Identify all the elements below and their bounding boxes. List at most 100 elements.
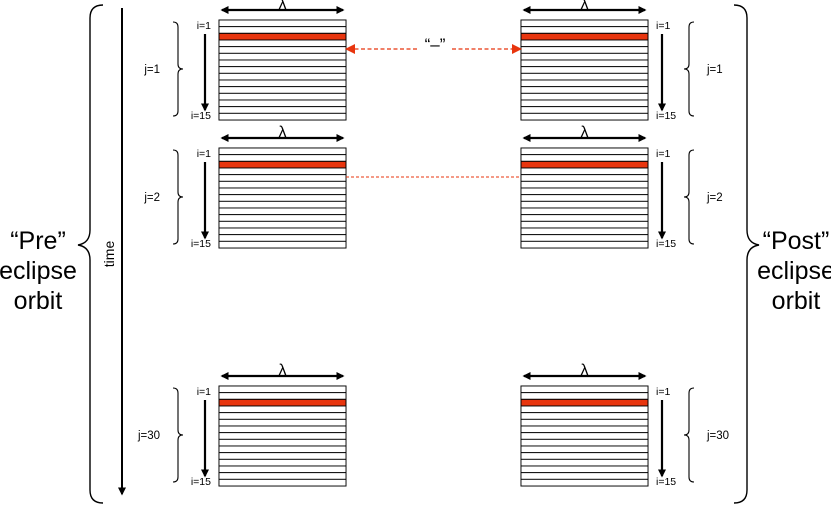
spectrum-row bbox=[520, 174, 649, 182]
spectrum-row bbox=[520, 240, 649, 249]
spectrum-row bbox=[520, 227, 649, 236]
spectrum-row bbox=[218, 187, 347, 196]
spectrum-row bbox=[520, 445, 649, 454]
spectrum-block-right-1: λ i=1 i=15 j=1 bbox=[520, 0, 723, 122]
spectrum-row bbox=[218, 92, 347, 101]
spectrum-row bbox=[218, 418, 347, 427]
i-start-label: i=1 bbox=[656, 386, 670, 398]
lambda-label: λ bbox=[581, 362, 589, 379]
spectrum-row bbox=[520, 106, 649, 114]
post-label-line-2: eclipse bbox=[757, 257, 831, 285]
spectrum-row bbox=[218, 72, 347, 81]
spectrum-row bbox=[218, 106, 347, 114]
spectrum-row bbox=[520, 472, 649, 480]
i-end-label: i=15 bbox=[656, 110, 676, 122]
spectrum-row bbox=[520, 39, 649, 48]
spectrum-row bbox=[218, 79, 347, 88]
spectrum-row bbox=[520, 452, 649, 460]
spectrum-row bbox=[520, 432, 649, 440]
spectrum-block-left-1: λi=1i=15j=1 bbox=[143, 0, 347, 122]
i-start-label: i=1 bbox=[656, 148, 670, 160]
difference-label: “–” bbox=[425, 35, 446, 54]
spectrum-row bbox=[520, 220, 649, 229]
spectrum-row bbox=[520, 52, 649, 61]
j-label: j=1 bbox=[143, 64, 160, 76]
spectrum-row bbox=[520, 167, 649, 176]
spectrum-row bbox=[218, 220, 347, 229]
lambda-label: λ bbox=[581, 0, 589, 13]
spectrum-row bbox=[218, 66, 347, 74]
spectrum-row bbox=[218, 432, 347, 440]
j-label: j=2 bbox=[143, 192, 160, 204]
j-brace bbox=[172, 387, 184, 483]
spectrum-row bbox=[520, 194, 649, 202]
highlighted-spectrum-row bbox=[218, 160, 347, 169]
left-outer-brace bbox=[77, 4, 104, 504]
spectrum-block-right-3: λi=1i=15j=30 bbox=[520, 362, 729, 488]
spectrum-row bbox=[218, 112, 347, 121]
lambda-label: λ bbox=[279, 362, 287, 379]
pre-label-line-1: “Pre” bbox=[10, 227, 66, 255]
spectrum-row bbox=[218, 19, 347, 28]
i-end-label: i=15 bbox=[191, 238, 211, 250]
spectrum-row bbox=[218, 425, 347, 434]
j-label: j=30 bbox=[706, 430, 729, 442]
spectrum-row bbox=[520, 438, 649, 447]
spectrum-row bbox=[520, 392, 649, 400]
spectrum-row bbox=[520, 385, 649, 394]
i-end-label: i=15 bbox=[656, 238, 676, 250]
spectrum-row bbox=[520, 405, 649, 414]
spectrum-row bbox=[218, 452, 347, 460]
highlighted-spectrum-row bbox=[218, 32, 347, 41]
highlighted-spectrum-row bbox=[520, 398, 649, 407]
i-start-label: i=1 bbox=[656, 20, 670, 32]
spectrum-row bbox=[218, 180, 347, 189]
j-brace bbox=[683, 387, 695, 483]
j-brace bbox=[172, 149, 184, 245]
j-label: j=30 bbox=[137, 430, 160, 442]
spectrum-row bbox=[520, 147, 649, 156]
spectrum-row bbox=[218, 227, 347, 236]
spectrum-row bbox=[218, 465, 347, 474]
spectrum-row bbox=[520, 418, 649, 427]
spectrum-row bbox=[218, 52, 347, 61]
spectrum-row bbox=[520, 92, 649, 101]
spectral-blocks: λ i=1 i=15 j=1 λ i=1 i=15 j=1 λ i=1 i=15 j=2 λ i=1 i=1… bbox=[137, 0, 729, 488]
spectrum-row bbox=[218, 99, 347, 108]
lambda-label: λ bbox=[279, 124, 287, 141]
post-label-line-3: orbit bbox=[772, 287, 821, 315]
spectrum-row bbox=[520, 234, 649, 242]
spectrum-row bbox=[520, 187, 649, 196]
spectrum-row bbox=[218, 194, 347, 202]
spectrum-row bbox=[520, 86, 649, 94]
j-label: j=1 bbox=[706, 64, 723, 76]
i-end-label: i=15 bbox=[191, 476, 211, 488]
spectrum-row bbox=[218, 59, 347, 68]
i-start-label: i=1 bbox=[197, 20, 211, 32]
spectrum-row bbox=[218, 26, 347, 34]
spectrum-block-left-3: λ i=1 i=15 j=30 bbox=[137, 362, 347, 488]
spectrum-row bbox=[218, 392, 347, 400]
spectrum-row bbox=[218, 46, 347, 54]
spectrum-row bbox=[218, 385, 347, 394]
spectrum-row bbox=[218, 478, 347, 487]
spectrum-row bbox=[520, 478, 649, 487]
spectrum-row bbox=[218, 174, 347, 182]
spectrum-row bbox=[218, 472, 347, 480]
spectrum-row bbox=[218, 234, 347, 242]
spectrum-row bbox=[520, 200, 649, 209]
spectrum-row bbox=[520, 214, 649, 222]
i-start-label: i=1 bbox=[197, 386, 211, 398]
spectrum-row bbox=[520, 19, 649, 28]
spectrum-row bbox=[218, 438, 347, 447]
highlighted-spectrum-row bbox=[520, 160, 649, 169]
spectrum-row bbox=[520, 99, 649, 108]
spectrum-row bbox=[520, 425, 649, 434]
spectrum-row bbox=[218, 167, 347, 176]
spectrum-row bbox=[218, 405, 347, 414]
highlighted-spectrum-row bbox=[218, 398, 347, 407]
spectrum-row bbox=[520, 154, 649, 162]
post-eclipse-label: “Post” eclipse orbit bbox=[757, 227, 831, 315]
spectrum-row bbox=[218, 214, 347, 222]
